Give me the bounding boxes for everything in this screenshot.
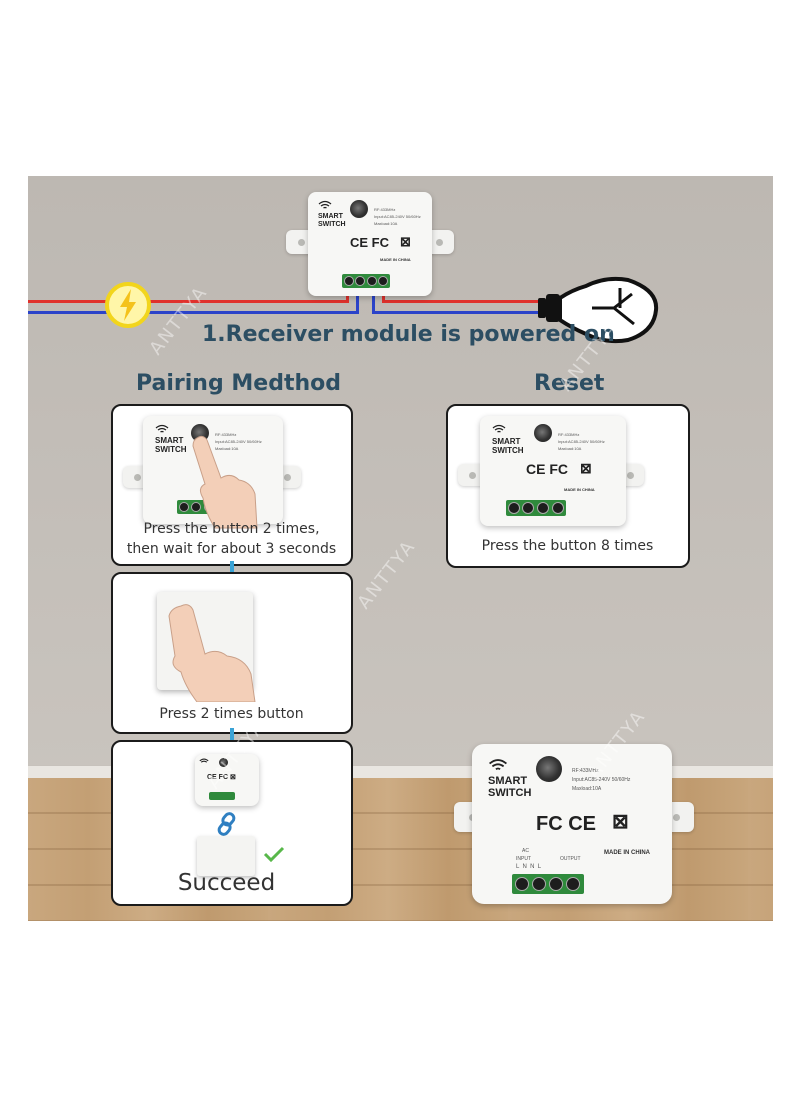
light-bulb-icon bbox=[538, 276, 659, 344]
weee-icon: ⊠ bbox=[580, 460, 592, 476]
reset-panel: SMART SWITCH RF:433MHz Input:AC85-240V 5… bbox=[446, 404, 690, 568]
reset-caption: Press the button 8 times bbox=[481, 538, 654, 554]
pressing-finger-icon bbox=[192, 435, 258, 529]
terminal-block bbox=[506, 500, 566, 516]
terminal-block bbox=[209, 792, 235, 800]
spec-rf: RF:433MHz bbox=[215, 432, 237, 437]
made-in-label: MADE IN CHINA bbox=[380, 257, 411, 262]
spec-maxload: Maxload:10A bbox=[558, 446, 582, 451]
brand-line1: SMART bbox=[318, 213, 343, 220]
certification-marks: CE FC bbox=[350, 235, 389, 250]
live-wire-red bbox=[28, 300, 348, 303]
spec-maxload: Maxload:10A bbox=[572, 786, 602, 792]
ac-label: AC bbox=[522, 848, 529, 854]
spec-maxload: Maxload:10A bbox=[215, 446, 239, 451]
spec-input: Input:AC85-240V 50/60Hz bbox=[572, 777, 631, 783]
receiver-module-top: SMART SWITCH RF:433MHz Input:AC85-240V 5… bbox=[308, 192, 432, 296]
pairing-button[interactable] bbox=[536, 756, 562, 782]
wifi-icon bbox=[199, 758, 209, 763]
output-wire-red bbox=[383, 300, 543, 303]
weee-icon: ⊠ bbox=[400, 234, 411, 249]
pairing-step2-caption: Press 2 times button bbox=[159, 706, 304, 722]
pairing-step1-caption-line1: Press the button 2 times, bbox=[143, 521, 320, 537]
checkmark-icon bbox=[263, 846, 285, 862]
brand-line1: SMART bbox=[488, 775, 528, 787]
spec-input: Input:AC85-240V 50/60Hz bbox=[215, 439, 262, 444]
spec-rf: RF:433MHz bbox=[374, 207, 396, 212]
certification-marks: FC CE bbox=[536, 813, 596, 835]
wifi-icon bbox=[318, 200, 332, 209]
made-in-label: MADE IN CHINA bbox=[604, 850, 650, 856]
brand-line1: SMART bbox=[492, 437, 521, 446]
output-label: OUTPUT bbox=[560, 856, 581, 862]
certification-marks: CE FC bbox=[526, 461, 568, 477]
terminal-block bbox=[342, 274, 390, 288]
mounting-ear-left bbox=[458, 464, 486, 486]
pairing-step3-panel: CE FC ⊠ Succeed bbox=[111, 740, 353, 906]
made-in-label: MADE IN CHINA bbox=[564, 487, 595, 492]
brand-line2: SWITCH bbox=[318, 221, 346, 228]
brand-line2: SWITCH bbox=[492, 446, 524, 455]
pressing-hand-icon bbox=[168, 604, 256, 702]
spec-input: Input:AC85-240V 50/60Hz bbox=[374, 214, 421, 219]
receiver-module: SMART SWITCH RF:433MHz Input:AC85-240V 5… bbox=[480, 416, 626, 526]
pairing-button[interactable] bbox=[219, 758, 228, 767]
receiver-module-product: SMART SWITCH RF:433MHz Input:AC85-240V 5… bbox=[472, 744, 672, 904]
step-title-powered-on: 1.Receiver module is powered on bbox=[202, 322, 615, 347]
wifi-icon bbox=[489, 759, 507, 770]
spec-input: Input:AC85-240V 50/60Hz bbox=[558, 439, 605, 444]
pairing-step3-caption: Succeed bbox=[177, 870, 276, 896]
pairing-button[interactable] bbox=[350, 200, 368, 218]
wifi-icon bbox=[492, 424, 506, 433]
pairing-step2-panel: Press 2 times button bbox=[111, 572, 353, 734]
certification-marks: CE FC ⊠ bbox=[207, 774, 236, 781]
terminal-labels: L N N L bbox=[516, 864, 542, 870]
pairing-method-heading: Pairing Medthod bbox=[136, 371, 341, 396]
neutral-wire-blue bbox=[28, 311, 358, 314]
chain-link-icon bbox=[217, 812, 236, 836]
lightning-power-icon bbox=[105, 282, 151, 328]
brand-line2: SWITCH bbox=[488, 787, 532, 799]
wall-switch-small bbox=[197, 836, 255, 876]
spec-rf: RF:433MHz bbox=[558, 432, 580, 437]
brand-line2: SWITCH bbox=[155, 445, 187, 454]
receiver-module-small: CE FC ⊠ bbox=[195, 754, 259, 806]
pairing-step1-panel: SMART SWITCH RF:433MHz Input:AC85-240V 5… bbox=[111, 404, 353, 566]
spec-maxload: Maxload:10A bbox=[374, 221, 398, 226]
pairing-step1-caption-line2: then wait for about 3 seconds bbox=[126, 541, 337, 557]
terminal-block bbox=[512, 874, 584, 894]
reset-heading: Reset bbox=[534, 371, 605, 396]
wifi-icon bbox=[155, 424, 169, 433]
weee-icon: ⊠ bbox=[612, 811, 629, 833]
spec-rf: RF:433MHz bbox=[572, 768, 599, 774]
brand-line1: SMART bbox=[155, 436, 184, 445]
installation-scene: SMART SWITCH RF:433MHz Input:AC85-240V 5… bbox=[28, 176, 773, 921]
output-wire-blue bbox=[373, 311, 543, 314]
reset-button[interactable] bbox=[534, 424, 552, 442]
input-label: INPUT bbox=[516, 856, 531, 862]
